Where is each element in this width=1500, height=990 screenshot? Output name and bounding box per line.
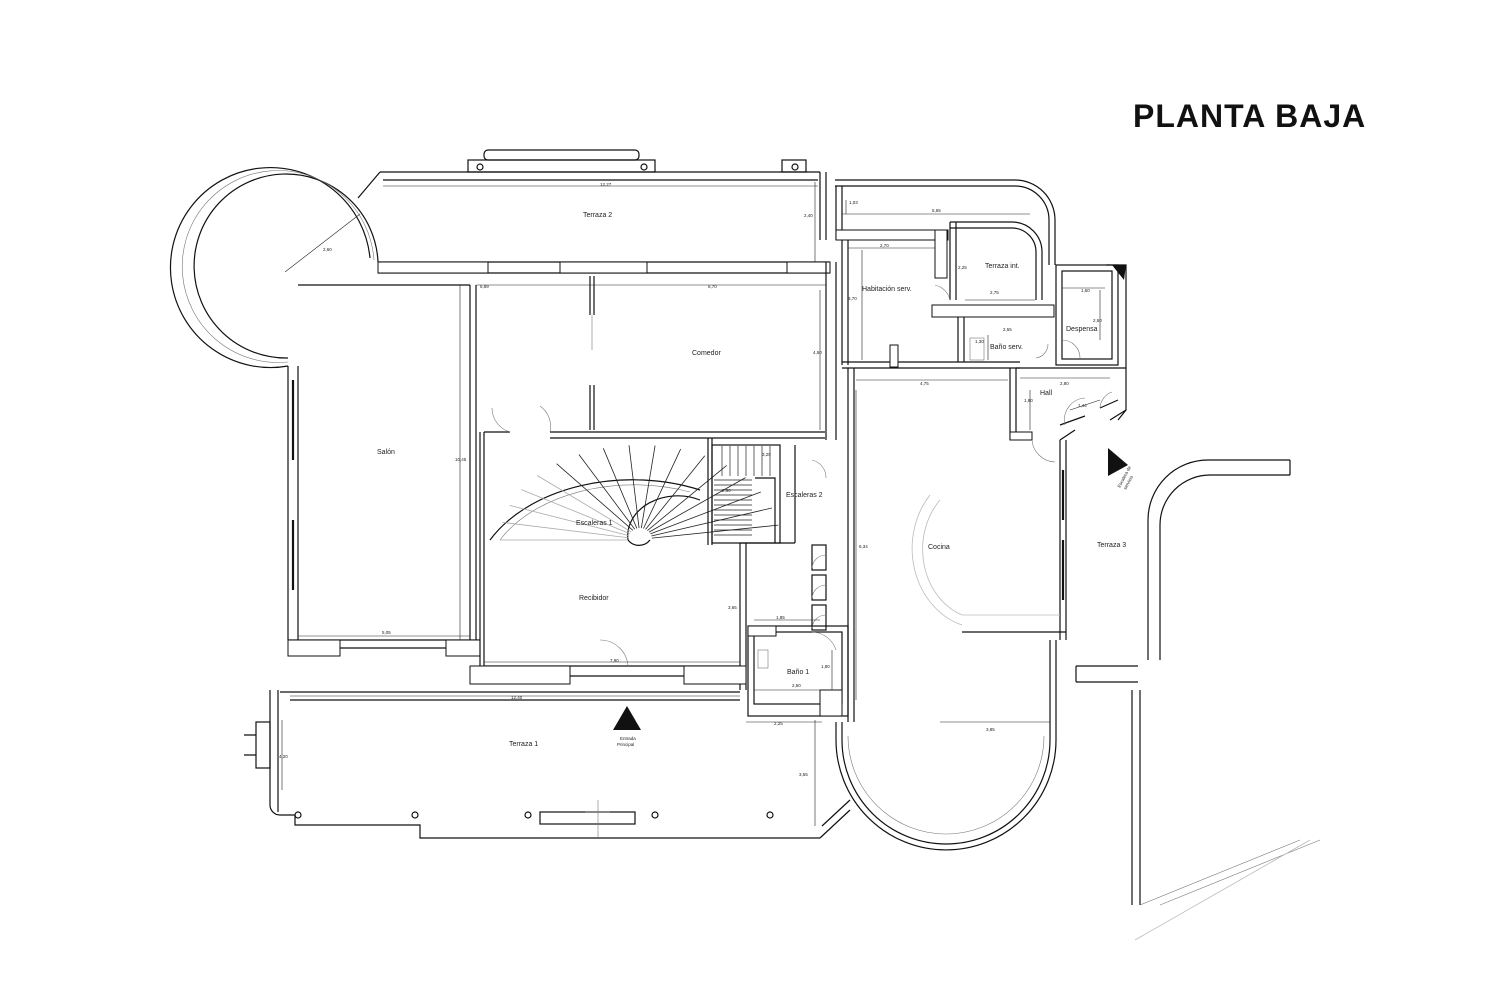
label-salon: Salón [377,449,395,456]
dim-label: 4,20 [279,754,288,759]
dim-label: 2,70 [880,243,889,248]
dim-label: 7,90 [610,658,619,663]
dim-label: 12,27 [600,182,612,187]
room-labels: Terraza 2 Terraza int. Habitación serv. … [377,212,1134,748]
spiral-steps [500,445,779,541]
dim-label: 1,80 [1024,398,1033,403]
stair-step [650,491,761,535]
terraza-2-structure [357,149,831,274]
dim-label: 1,30 [975,339,984,344]
dim-label: 4,75 [920,381,929,386]
dim-label: 3,70 [848,296,857,301]
dimension-labels: 12,27 2,40 2,60 1,03 5,65 2,70 2,25 2,75… [279,182,1102,777]
escaleras-1 [479,405,825,670]
stair-step [647,465,727,531]
dim-label: 5,05 [382,630,391,635]
label-entrada: Entrada [620,736,636,741]
dim-label: 3,20 [762,452,771,457]
label-cocina: Cocina [928,544,950,551]
label-habitacion-serv: Habitación serv. [862,286,912,293]
label-escalera-servicio-2: servicio [1122,474,1134,490]
dim-label: 1,80 [821,664,830,669]
dim-label: 5,65 [932,208,941,213]
terraza-1-structure [244,690,851,839]
stair-step [628,445,640,529]
hall-area [1009,367,1127,463]
recibidor-walls [469,545,747,685]
dim-label: 2,25 [958,265,967,270]
dim-label: 3,55 [799,772,808,777]
dim-label: 2,40 [804,213,813,218]
stair-step [651,524,779,539]
comedor-walls [476,262,837,440]
label-terraza-1: Terraza 1 [509,741,538,748]
service-wing [835,179,1127,421]
dim-label: 4,50 [813,350,822,355]
dim-label: 2,50 [792,683,801,688]
stair-step [643,448,682,529]
label-terraza-3: Terraza 3 [1097,542,1126,549]
label-bano-1: Baño 1 [787,669,809,676]
label-principal: Principal [617,742,634,747]
dim-label: 2,60 [323,247,332,252]
stair-step [648,477,746,533]
stair-step [556,463,634,531]
label-bano-serv: Baño serv. [990,344,1023,351]
stair-step [509,504,629,537]
dim-label: 3,65 [728,605,737,610]
label-hall: Hall [1040,390,1053,397]
round-tower [169,166,379,369]
stair-step [602,448,638,529]
dim-label: 2,55 [1003,327,1012,332]
terraza-3-structure [1075,265,1321,941]
label-escaleras-1: Escaleras 1 [576,520,613,527]
straight-steps [714,446,771,536]
escaleras-2 [711,444,827,690]
dim-label: 5,89 [480,284,489,289]
dim-label: 3,85 [986,727,995,732]
stair-step [645,455,706,530]
cocina-walls [835,368,1076,851]
label-terraza-int: Terraza int. [985,263,1020,270]
label-despensa: Despensa [1066,326,1098,333]
label-recibidor: Recibidor [579,595,609,602]
label-comedor: Comedor [692,350,721,357]
dim-label: 1,03 [849,200,858,205]
stair-step [502,521,629,539]
label-escaleras-2: Escaleras 2 [786,492,823,499]
dim-label: 6,70 [708,284,717,289]
dim-label: 1,85 [776,615,785,620]
stair-step [640,445,656,529]
dim-label: 2,80 [1060,381,1069,386]
stair-step [578,454,636,530]
stair-step [536,475,632,533]
dim-label: 6,34 [859,544,868,549]
stair-step [521,489,630,535]
dim-label: 1,44 [1078,403,1087,408]
dim-label: 2,60 [722,488,731,493]
dim-label: 10,45 [455,457,467,462]
plan-title: PLANTA BAJA [1133,98,1367,134]
label-terraza-2: Terraza 2 [583,212,612,219]
dim-label: 12,40 [511,695,523,700]
dim-label: 2,25 [774,721,783,726]
dim-label: 2,75 [990,290,999,295]
dim-label: 2,50 [1093,318,1102,323]
dim-label: 1,60 [1081,288,1090,293]
salon-walls [287,284,481,657]
